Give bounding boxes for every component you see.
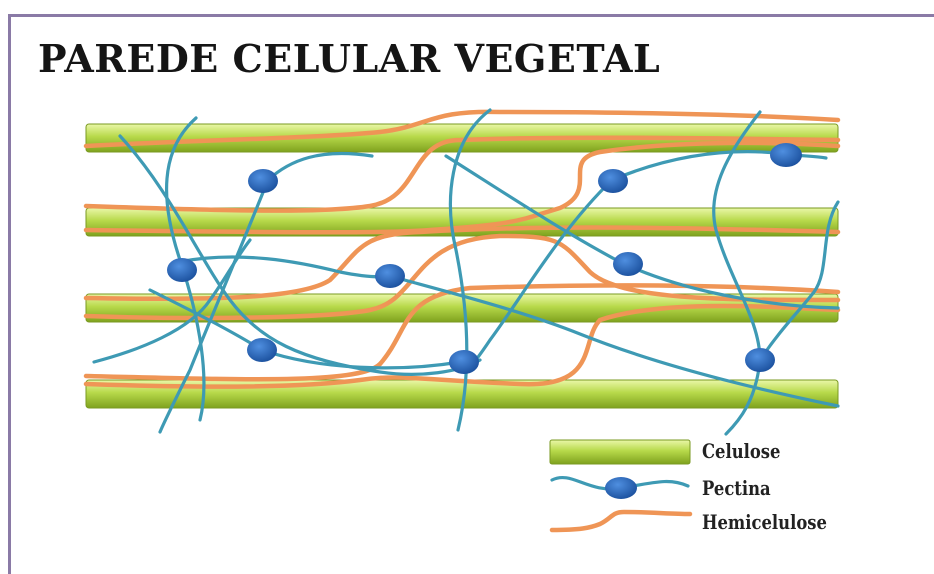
legend-label-hemicelulose: Hemicelulose — [702, 510, 827, 534]
pectina-node — [770, 143, 802, 167]
hemicelulose-legend-icon — [552, 512, 690, 530]
pectina-node — [375, 264, 405, 288]
pectina-node — [745, 348, 775, 372]
legend-label-pectina: Pectina — [702, 476, 771, 500]
celulose-legend-icon — [550, 440, 690, 464]
pectina-node — [167, 258, 197, 282]
pectina-node — [598, 169, 628, 193]
legend — [550, 440, 690, 530]
pectina-node — [613, 252, 643, 276]
cell-wall-diagram — [0, 0, 934, 552]
pectina-node — [449, 350, 479, 374]
pectina-strand — [120, 136, 480, 374]
legend-label-celulose: Celulose — [702, 439, 780, 463]
pectina-node — [247, 338, 277, 362]
pectina-legend-node — [605, 477, 637, 499]
pectina-strand — [268, 153, 372, 180]
pectina-node — [248, 169, 278, 193]
